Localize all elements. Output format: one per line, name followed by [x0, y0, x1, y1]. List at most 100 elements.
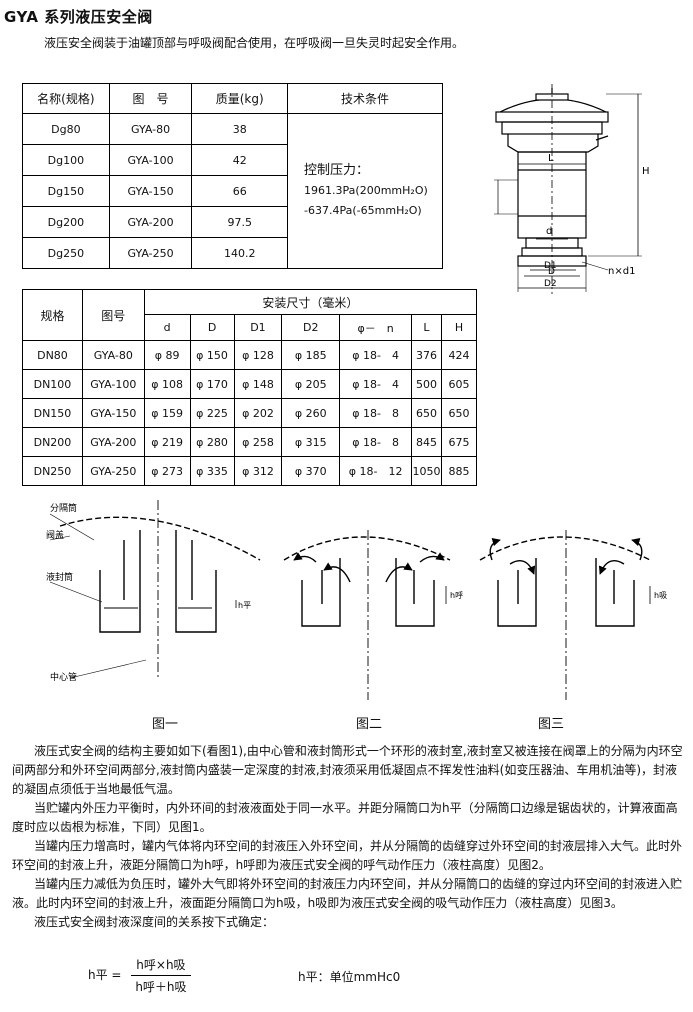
dim-D2: D2 [544, 279, 557, 289]
spec-name: Dg100 [22, 144, 110, 176]
label-h-suck: h吸 [654, 591, 667, 600]
col-d: d [143, 314, 191, 341]
cell-H: 885 [440, 456, 478, 486]
cell-spec: DN150 [22, 398, 83, 428]
install-table: 规格 图号 安装尺寸（毫米） d D D1 D2 φ－ n L H DN80 G… [22, 289, 478, 486]
dim-nd1: n×d1 [608, 266, 635, 277]
table-row: Dg250 GYA-250 140.2 [22, 237, 443, 269]
table-row: Dg150 GYA-150 66 [22, 175, 443, 207]
cell-phi-n: φ 18- 12 [339, 456, 412, 486]
table-row: DN150 GYA-150 φ 159 φ 225 φ 202 φ 260 φ … [22, 398, 478, 428]
cell-D: φ 225 [189, 398, 235, 428]
header-code: 图号 [81, 289, 145, 341]
label-hood: 阀盖 [46, 529, 64, 541]
formula: h平 = h呼×h吸 h呼＋h吸 [88, 956, 191, 995]
caption-fig2: 图二 [356, 717, 383, 732]
spec-code: GYA-200 [108, 206, 193, 238]
cell-H: 424 [440, 340, 478, 370]
tech-line1: 1961.3Pa(200mmH₂O) [304, 184, 428, 197]
cell-L: 650 [411, 398, 442, 428]
table-row: DN250 GYA-250 φ 273 φ 335 φ 312 φ 370 φ … [22, 456, 478, 486]
cell-D: φ 335 [189, 456, 235, 486]
spec-table: 名称(规格) 图 号 质量(kg) 技术条件 Dg80 GYA-80 38 控制… [22, 83, 443, 269]
cell-d: φ 219 [143, 427, 191, 457]
cell-H: 605 [440, 369, 478, 399]
cell-D: φ 150 [189, 340, 235, 370]
col-L: L [411, 314, 442, 341]
cell-D1: φ 312 [233, 456, 283, 486]
label-separator: 分隔筒 [50, 502, 77, 514]
tech-label: 控制压力： [304, 163, 370, 178]
cell-H: 675 [440, 427, 478, 457]
cell-phi-n: φ 18- 4 [339, 369, 412, 399]
page-title: GYA 系列液压安全阀 [4, 8, 153, 26]
cell-phi-n: φ 18- 8 [339, 398, 412, 428]
header-code: 图 号 [108, 83, 193, 114]
label-seal: 液封筒 [46, 571, 73, 583]
cell-D1: φ 202 [233, 398, 283, 428]
tech-line2: -637.4Pa(-65mmH₂O) [304, 204, 422, 217]
cell-d: φ 273 [143, 456, 191, 486]
table-row: Dg100 GYA-100 42 [22, 144, 443, 176]
cell-L: 1050 [411, 456, 442, 486]
spec-mass: 140.2 [191, 237, 289, 269]
spec-name: Dg200 [22, 206, 110, 238]
header-tech: 技术条件 [287, 83, 443, 114]
paragraph: 液压式安全阀封液深度间的关系按下式确定： [34, 915, 275, 929]
cell-d: φ 89 [143, 340, 191, 370]
col-D1: D1 [233, 314, 283, 341]
cell-D1: φ 128 [233, 340, 283, 370]
cell-D: φ 280 [189, 427, 235, 457]
dim-D1: D1 [544, 261, 557, 271]
spec-name: Dg80 [22, 113, 110, 145]
cell-L: 500 [411, 369, 442, 399]
cell-spec: DN80 [22, 340, 83, 370]
caption-fig1: 图一 [152, 717, 179, 732]
cell-D2: φ 205 [281, 369, 341, 399]
body-text: 液压式安全阀的结构主要如如下(看图1),由中心管和液封筒形式一个环形的液封室,液… [12, 742, 684, 932]
paragraph: 当贮罐内外压力平衡时，内外环间的封液液面处于同一水平。并距分隔筒口为h平（分隔筒… [12, 801, 678, 834]
col-phi-n: φ－ n [339, 314, 412, 341]
table-row: DN100 GYA-100 φ 108 φ 170 φ 148 φ 205 φ … [22, 369, 478, 399]
spec-mass: 66 [191, 175, 289, 207]
tech-conditions: 控制压力： 1961.3Pa(200mmH₂O) -637.4Pa(-65mmH… [287, 113, 443, 269]
cell-code: GYA-150 [81, 398, 145, 428]
valve-drawing: L H d D1 D D2 n×d1 [494, 84, 650, 294]
cell-D: φ 170 [189, 369, 235, 399]
cell-L: 376 [411, 340, 442, 370]
principle-figures: 分隔筒 阀盖 液封筒 中心管 h平 h呼 h吸 [46, 500, 667, 700]
label-h-flat: h平 [238, 601, 251, 610]
spec-mass: 38 [191, 113, 289, 145]
formula-denominator: h呼＋h吸 [135, 980, 187, 994]
cell-code: GYA-250 [81, 456, 145, 486]
formula-lhs: h平 = [88, 968, 122, 982]
formula-unit: h平：单位mmHc0 [298, 970, 401, 984]
label-h-breath: h呼 [450, 590, 463, 600]
spec-mass: 42 [191, 144, 289, 176]
col-D: D [189, 314, 235, 341]
cell-H: 650 [440, 398, 478, 428]
cell-D2: φ 185 [281, 340, 341, 370]
dim-L: L [548, 153, 554, 164]
spec-code: GYA-150 [108, 175, 193, 207]
formula-fraction: h呼×h吸 h呼＋h吸 [131, 956, 191, 995]
table-row: Dg200 GYA-200 97.5 [22, 206, 443, 238]
cell-D2: φ 260 [281, 398, 341, 428]
header-spec: 规格 [22, 289, 83, 341]
paragraph: 当罐内压力减低为负压时，罐外大气即将外环空间的封液压力内环空间，并从分隔筒口的齿… [12, 877, 683, 910]
cell-D1: φ 258 [233, 427, 283, 457]
header-mass: 质量(kg) [191, 83, 289, 114]
paragraph: 液压式安全阀的结构主要如如下(看图1),由中心管和液封筒形式一个环形的液封室,液… [12, 744, 683, 796]
cell-spec: DN100 [22, 369, 83, 399]
cell-spec: DN200 [22, 427, 83, 457]
dim-H: H [642, 166, 650, 177]
cell-D2: φ 370 [281, 456, 341, 486]
spec-name: Dg250 [22, 237, 110, 269]
formula-numerator: h呼×h吸 [131, 956, 191, 976]
spec-code: GYA-80 [108, 113, 193, 145]
spec-code: GYA-100 [108, 144, 193, 176]
cell-code: GYA-80 [81, 340, 145, 370]
cell-code: GYA-100 [81, 369, 145, 399]
cell-d: φ 159 [143, 398, 191, 428]
cell-D1: φ 148 [233, 369, 283, 399]
